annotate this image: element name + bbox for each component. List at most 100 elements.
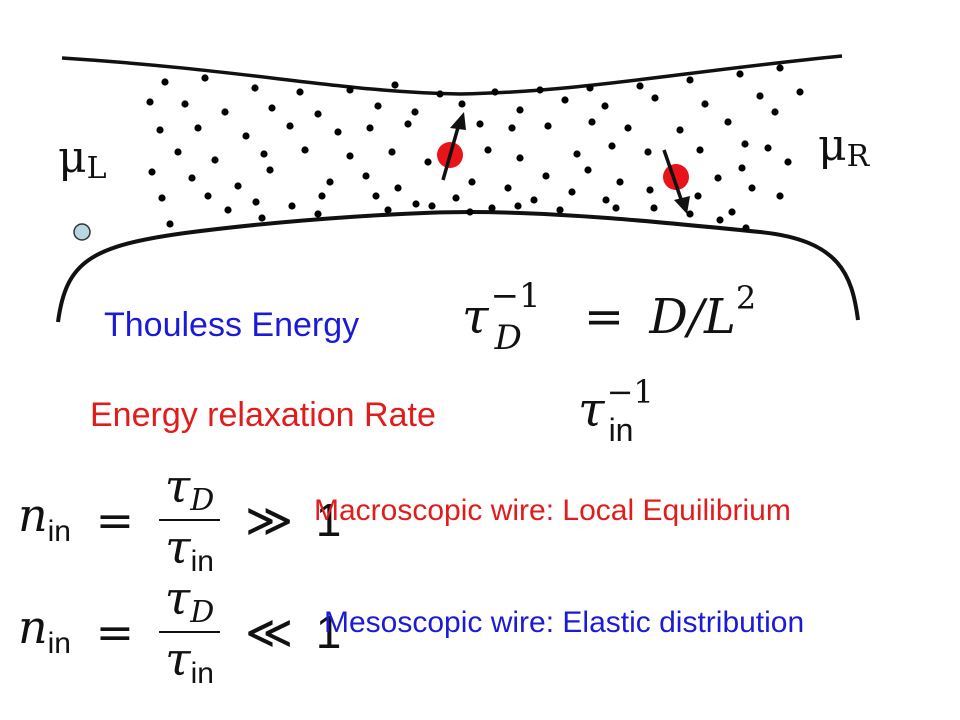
impurity-dot <box>508 124 516 132</box>
impurity-dot <box>251 84 259 92</box>
macro-value: 1 <box>315 493 342 546</box>
impurity-dot <box>484 146 492 154</box>
meso-fraction: τD τin <box>158 574 221 690</box>
impurity-dot <box>404 120 412 128</box>
spin-arrow-left <box>441 123 461 181</box>
impurity-dot <box>602 196 610 204</box>
impurity-dot <box>686 210 694 218</box>
impurity-dot <box>161 78 169 86</box>
impurity-dot <box>646 186 654 194</box>
impurity-dot <box>366 124 374 132</box>
meso-den-sub: in <box>190 656 214 690</box>
relaxation-sup: −1 <box>606 373 654 411</box>
spin-arrow-left-head <box>450 112 466 130</box>
macro-n: n <box>18 488 48 542</box>
impurity-dot <box>204 192 212 200</box>
thouless-rhs-sup: 2 <box>735 279 757 317</box>
thouless-sub: D <box>494 318 522 358</box>
impurity-dot <box>542 172 550 180</box>
impurity-dot <box>346 86 354 94</box>
impurity-dot <box>252 198 260 206</box>
impurity-dot <box>488 204 496 212</box>
impurity-dot <box>601 102 609 110</box>
impurity-dot <box>424 158 432 166</box>
impurity-dot <box>346 152 354 160</box>
impurity-dot <box>156 126 164 134</box>
spin-arrow-right-head <box>674 196 690 214</box>
meso-n-sub: in <box>47 627 71 660</box>
impurity-dot <box>314 110 322 118</box>
impurity-dot <box>514 202 522 210</box>
meso-equals: = <box>95 604 135 659</box>
impurity-dot <box>644 148 652 156</box>
impurity-dot <box>362 172 370 180</box>
macroscopic-formula: n in = τD τin ≫ 1 <box>18 462 341 577</box>
impurity-dot <box>584 166 592 174</box>
macro-fraction: τD τin <box>158 462 221 578</box>
impurity-dot <box>466 208 474 216</box>
impurity-dot <box>686 76 694 84</box>
impurity-dot <box>530 196 538 204</box>
impurity-dot <box>764 144 772 152</box>
impurity-dot <box>491 88 499 96</box>
impurity-dot <box>716 216 724 224</box>
impurity-dot <box>268 104 276 112</box>
impurity-dot <box>696 146 704 154</box>
impurity-dot <box>724 118 732 126</box>
macro-relation: ≫ <box>244 492 294 547</box>
impurity-dot <box>428 202 436 210</box>
macro-den-sub: in <box>190 544 214 578</box>
impurity-dot <box>741 140 749 148</box>
impurity-dot <box>556 206 564 214</box>
impurity-dot <box>676 126 684 134</box>
impurity-dot <box>234 182 242 190</box>
impurity-dot <box>536 86 544 94</box>
thouless-sup: −1 <box>490 276 541 316</box>
spin-arrow-right <box>662 149 684 203</box>
relaxation-label: Energy relaxation Rate <box>90 396 436 434</box>
macro-equals: = <box>95 492 135 547</box>
impurity-dot <box>158 194 166 202</box>
impurity-dot <box>776 192 784 200</box>
mesoscopic-text: Mesoscopic wire: Elastic distribution <box>324 606 805 639</box>
impurity-dot <box>194 124 202 132</box>
impurity-dot <box>436 90 444 98</box>
impurity-dot <box>728 208 736 216</box>
thouless-rhs: D/L <box>649 289 736 345</box>
impurity-dot <box>568 188 576 196</box>
impurity-dot <box>561 96 569 104</box>
impurity-dot <box>516 106 524 114</box>
impurity-dot <box>318 192 326 200</box>
thouless-tau: τ <box>462 289 489 345</box>
impurity-dot <box>211 156 219 164</box>
impurity-dot <box>201 74 209 82</box>
meso-value: 1 <box>315 605 342 658</box>
impurity-dot <box>224 206 232 214</box>
macro-den-tau: τ <box>165 519 191 574</box>
impurity-dot <box>694 192 702 200</box>
impurity-dot <box>468 178 476 186</box>
macroscopic-text: Macroscopic wire: Local Equilibrium <box>314 494 791 527</box>
impurity-dot <box>701 100 709 108</box>
thouless-equals: = <box>583 289 625 345</box>
probe-circle <box>73 223 91 241</box>
impurity-dot <box>714 174 722 182</box>
wire-top-edge <box>61 54 843 96</box>
impurity-dot <box>608 142 616 150</box>
impurity-dot <box>784 158 792 166</box>
impurity-dot <box>452 194 460 202</box>
mesoscopic-formula: nin = τD τin ≪ 1 <box>18 574 341 689</box>
impurity-dot <box>516 154 524 162</box>
impurity-dot <box>258 214 266 222</box>
impurity-dot <box>242 132 250 140</box>
impurity-dot <box>650 204 658 212</box>
impurity-dot <box>738 164 746 172</box>
impurity-dot <box>504 184 512 192</box>
impurity-dot <box>588 118 596 126</box>
impurity-dot <box>388 148 396 156</box>
impurity-dot <box>573 150 581 158</box>
mu-left: μL <box>58 132 107 186</box>
impurity-dot <box>796 88 804 96</box>
